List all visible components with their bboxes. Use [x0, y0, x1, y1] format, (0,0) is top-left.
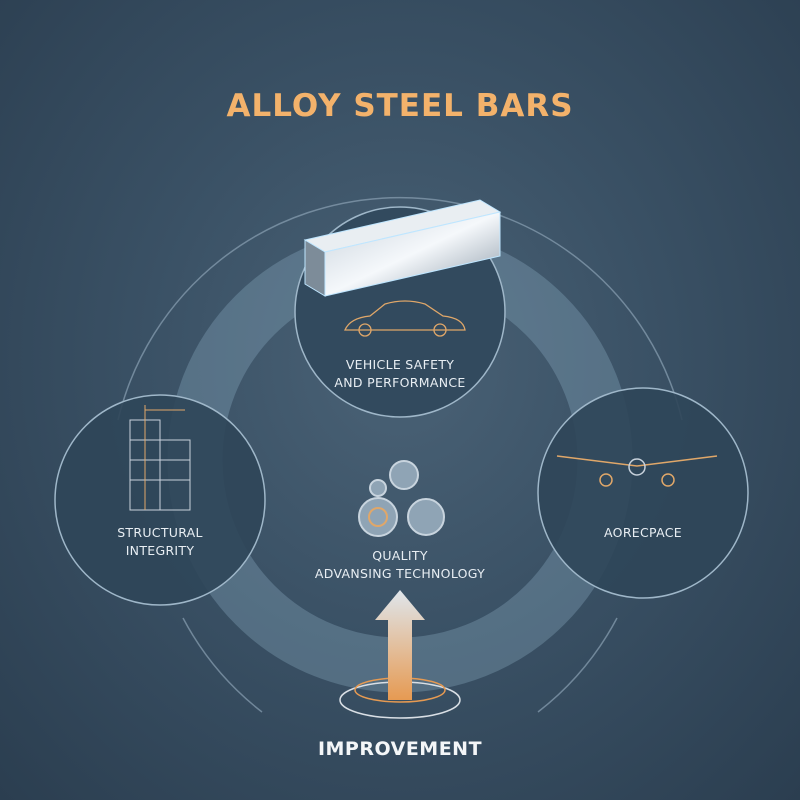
- label-line: AORECPACE: [604, 525, 682, 540]
- node-label-vehicle: VEHICLE SAFETY AND PERFORMANCE: [300, 356, 500, 392]
- improvement-label: IMPROVEMENT: [317, 738, 483, 760]
- label-line: AND PERFORMANCE: [334, 375, 466, 390]
- node-label-aerospace: AORECPACE: [543, 524, 743, 542]
- page-title: ALLOY STEEL BARS: [226, 88, 574, 124]
- label-line: VEHICLE SAFETY: [345, 357, 455, 372]
- node-circle-right: [537, 387, 749, 599]
- building-construction-icon: [129, 405, 191, 511]
- label-line: STRUCTURAL: [117, 525, 203, 540]
- upward-arrow-swirl-icon: [339, 590, 461, 719]
- outer-arc-bottom-right: [537, 617, 618, 713]
- airplane-icon: [556, 455, 718, 487]
- outer-arc-bottom-left: [182, 617, 263, 713]
- label-line: INTEGRITY: [125, 543, 195, 558]
- gears-icon: [358, 460, 445, 537]
- node-label-quality: QUALITY ADVANSING TECHNOLOGY: [290, 547, 510, 583]
- outer-arc: [117, 196, 683, 421]
- steel-bar-icon: [303, 199, 502, 297]
- car-icon: [344, 300, 466, 337]
- label-line: ADVANSING TECHNOLOGY: [314, 566, 486, 581]
- label-line: QUALITY: [372, 548, 428, 563]
- node-label-structural: STRUCTURAL INTEGRITY: [60, 524, 260, 560]
